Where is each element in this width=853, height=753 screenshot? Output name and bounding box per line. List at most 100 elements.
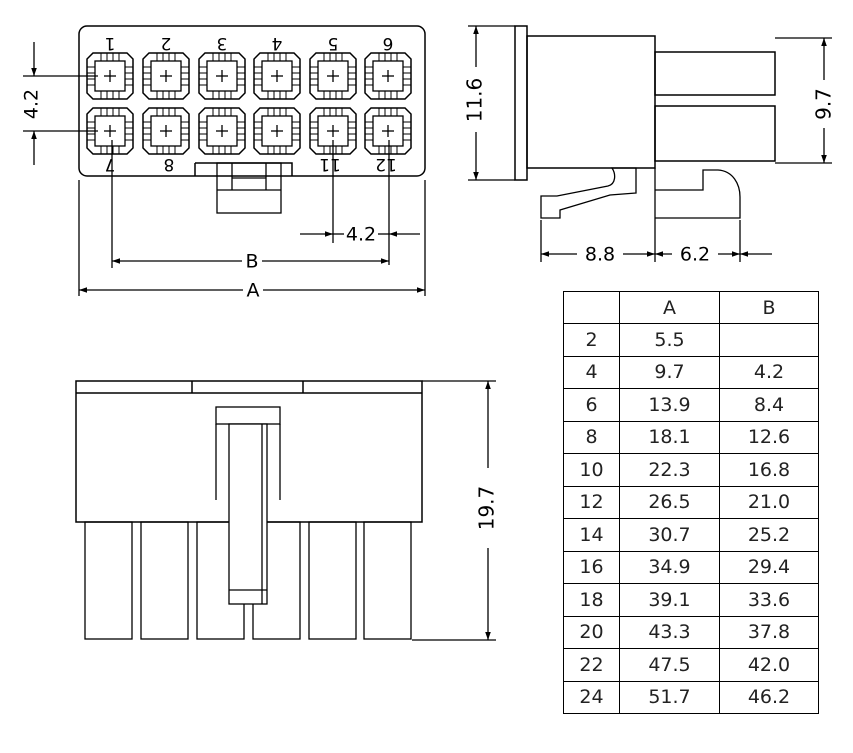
side-pin-lower [654,105,776,162]
pin-cavity [86,107,134,155]
dim-b-label: B [245,251,258,273]
housing-outline [78,25,426,177]
pin-number-8: 8 [164,154,175,174]
dim-pitch-horizontal: 4.2 [346,224,376,246]
table-cell-b: 46.2 [719,680,819,714]
table-row: 20 43.3 37.8 [563,615,819,649]
table-cell-a: 22.3 [619,453,720,487]
cavity-grid [86,52,412,155]
table-cell-circuits: 14 [563,518,620,552]
pin-number-11: 11 [319,154,341,174]
table-cell-circuits: 6 [563,388,620,422]
dim-a-label: A [247,280,260,302]
table-cell-a: 5.5 [619,323,720,357]
table-row: 18 39.1 33.6 [563,583,819,617]
dim-pin-height: 9.7 [812,88,836,120]
table-header-circuits [563,291,620,324]
pin-cavity [309,52,357,100]
pin-number-4: 4 [272,33,283,53]
table-cell-circuits: 12 [563,485,620,519]
pin-number-5: 5 [328,33,339,53]
table-cell-a: 18.1 [619,420,720,454]
pin-number-2: 2 [161,33,172,53]
terminal-pin [308,521,357,640]
table-cell-a: 26.5 [619,485,720,519]
table-cell-b: 37.8 [719,615,819,649]
pin-number-3: 3 [217,33,228,53]
table-cell-b: 29.4 [719,550,819,584]
pin-number-12: 12 [375,154,397,174]
terminal-pin [140,521,189,640]
table-cell-circuits: 8 [563,420,620,454]
table-row: 12 26.5 21.0 [563,485,819,519]
table-row: 4 9.7 4.2 [563,355,819,389]
table-cell-a: 13.9 [619,388,720,422]
table-row: 6 13.9 8.4 [563,388,819,422]
dim-height-side: 11.6 [463,78,487,123]
table-cell-a: 51.7 [619,680,720,714]
pin-cavity [364,52,412,100]
pin-cavity [253,107,301,155]
table-cell-a: 34.9 [619,550,720,584]
table-row: 14 30.7 25.2 [563,518,819,552]
pin-number-1: 1 [105,33,116,53]
table-cell-a: 30.7 [619,518,720,552]
side-view-dimensions [468,25,832,262]
terminal-pin [363,521,412,640]
table-header-a: A [619,291,720,324]
table-cell-circuits: 20 [563,615,620,649]
top-view [78,25,426,214]
pin-cavity [142,107,190,155]
table-row: 8 18.1 12.6 [563,420,819,454]
front-view [75,380,423,640]
pin-number-7: 7 [105,154,116,174]
table-cell-circuits: 24 [563,680,620,714]
table-cell-a: 39.1 [619,583,720,617]
table-cell-circuits: 4 [563,355,620,389]
table-cell-b [719,323,819,357]
terminal-pin [84,521,133,640]
pin-cavity [253,52,301,100]
table-row: 2 5.5 [563,323,819,357]
side-latch-right [655,169,741,219]
table-cell-b: 12.6 [719,420,819,454]
front-latch [215,406,281,605]
table-cell-circuits: 2 [563,323,620,357]
table-header-b: B [719,291,819,324]
table-row: 10 22.3 16.8 [563,453,819,487]
pin-cavity [142,52,190,100]
top-view-dimensions [23,42,426,296]
table-cell-circuits: 18 [563,583,620,617]
side-body [526,35,656,169]
side-view [514,25,776,262]
latch-outline [194,162,293,214]
table-cell-b: 16.8 [719,453,819,487]
table-row: 24 51.7 46.2 [563,680,819,714]
dimension-table: A B 2 5.5 4 9.7 4.2 6 13.9 8.4 8 18.1 12… [563,291,819,714]
table-cell-circuits: 10 [563,453,620,487]
dim-latch: 8.8 [585,244,615,266]
table-cell-b: 21.0 [719,485,819,519]
dim-pin-length: 6.2 [680,244,710,266]
side-flange [514,25,528,181]
table-cell-b: 33.6 [719,583,819,617]
table-cell-a: 47.5 [619,648,720,682]
side-latch-left [540,167,637,219]
pin-numbers: 1 2 3 4 5 6 7 8 11 12 [105,33,397,174]
table-cell-b: 4.2 [719,355,819,389]
pin-cavity [198,107,246,155]
table-cell-b: 8.4 [719,388,819,422]
pin-cavity [364,107,412,155]
pin-number-6: 6 [383,33,394,53]
table-cell-a: 9.7 [619,355,720,389]
front-view-dimensions [412,380,496,641]
table-header-row: A B [563,291,819,324]
table-row: 16 34.9 29.4 [563,550,819,584]
table-row: 22 47.5 42.0 [563,648,819,682]
table-cell-circuits: 16 [563,550,620,584]
side-pin-upper [654,51,776,96]
dim-pitch-vertical: 4.2 [21,89,43,119]
table-cell-circuits: 22 [563,648,620,682]
table-cell-a: 43.3 [619,615,720,649]
